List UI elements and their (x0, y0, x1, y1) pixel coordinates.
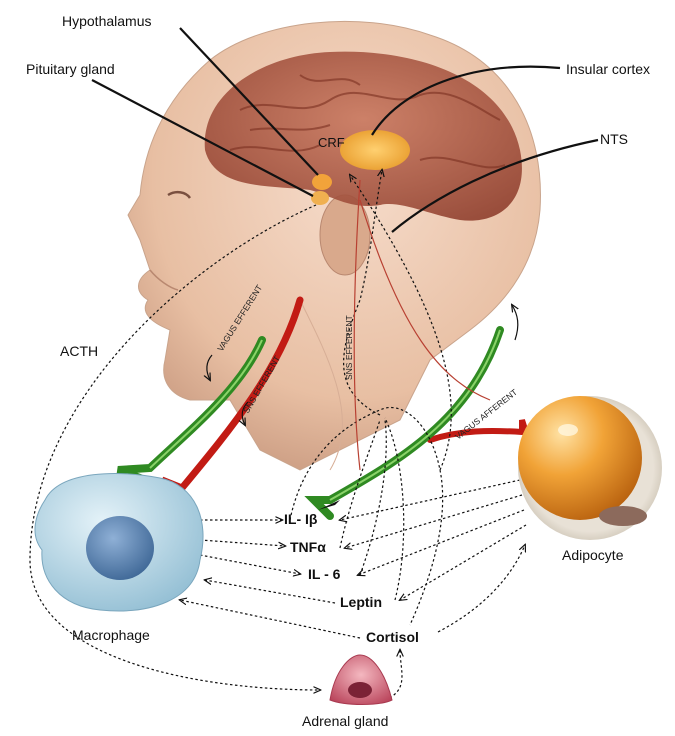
pituitary-region (311, 191, 329, 205)
mediator-tnfa: TNFα (290, 540, 326, 554)
nts-label: NTS (600, 132, 628, 146)
pituitary-gland-label: Pituitary gland (26, 62, 115, 76)
macrophage-label: Macrophage (72, 628, 150, 642)
mediator-cortisol: Cortisol (366, 630, 419, 644)
adipocyte-label: Adipocyte (562, 548, 623, 562)
adrenal-gland (330, 655, 392, 705)
mediator-il6: IL - 6 (308, 567, 340, 581)
mediator-il1b: IL- Iβ (284, 512, 317, 526)
mediator-leptin: Leptin (340, 595, 382, 609)
hypothalamus-region (312, 174, 332, 190)
crf-label: CRF (318, 136, 345, 149)
insular-cortex-label: Insular cortex (566, 62, 650, 76)
insular-cortex-region (340, 130, 410, 170)
acth-label: ACTH (60, 344, 98, 358)
sns-efferent-mid-label: SNS EFFERENT (344, 315, 354, 380)
hypothalamus-label: Hypothalamus (62, 14, 152, 28)
adipocyte-cell (518, 396, 662, 540)
adrenal-gland-label: Adrenal gland (302, 714, 388, 728)
macrophage-cell (35, 473, 203, 610)
